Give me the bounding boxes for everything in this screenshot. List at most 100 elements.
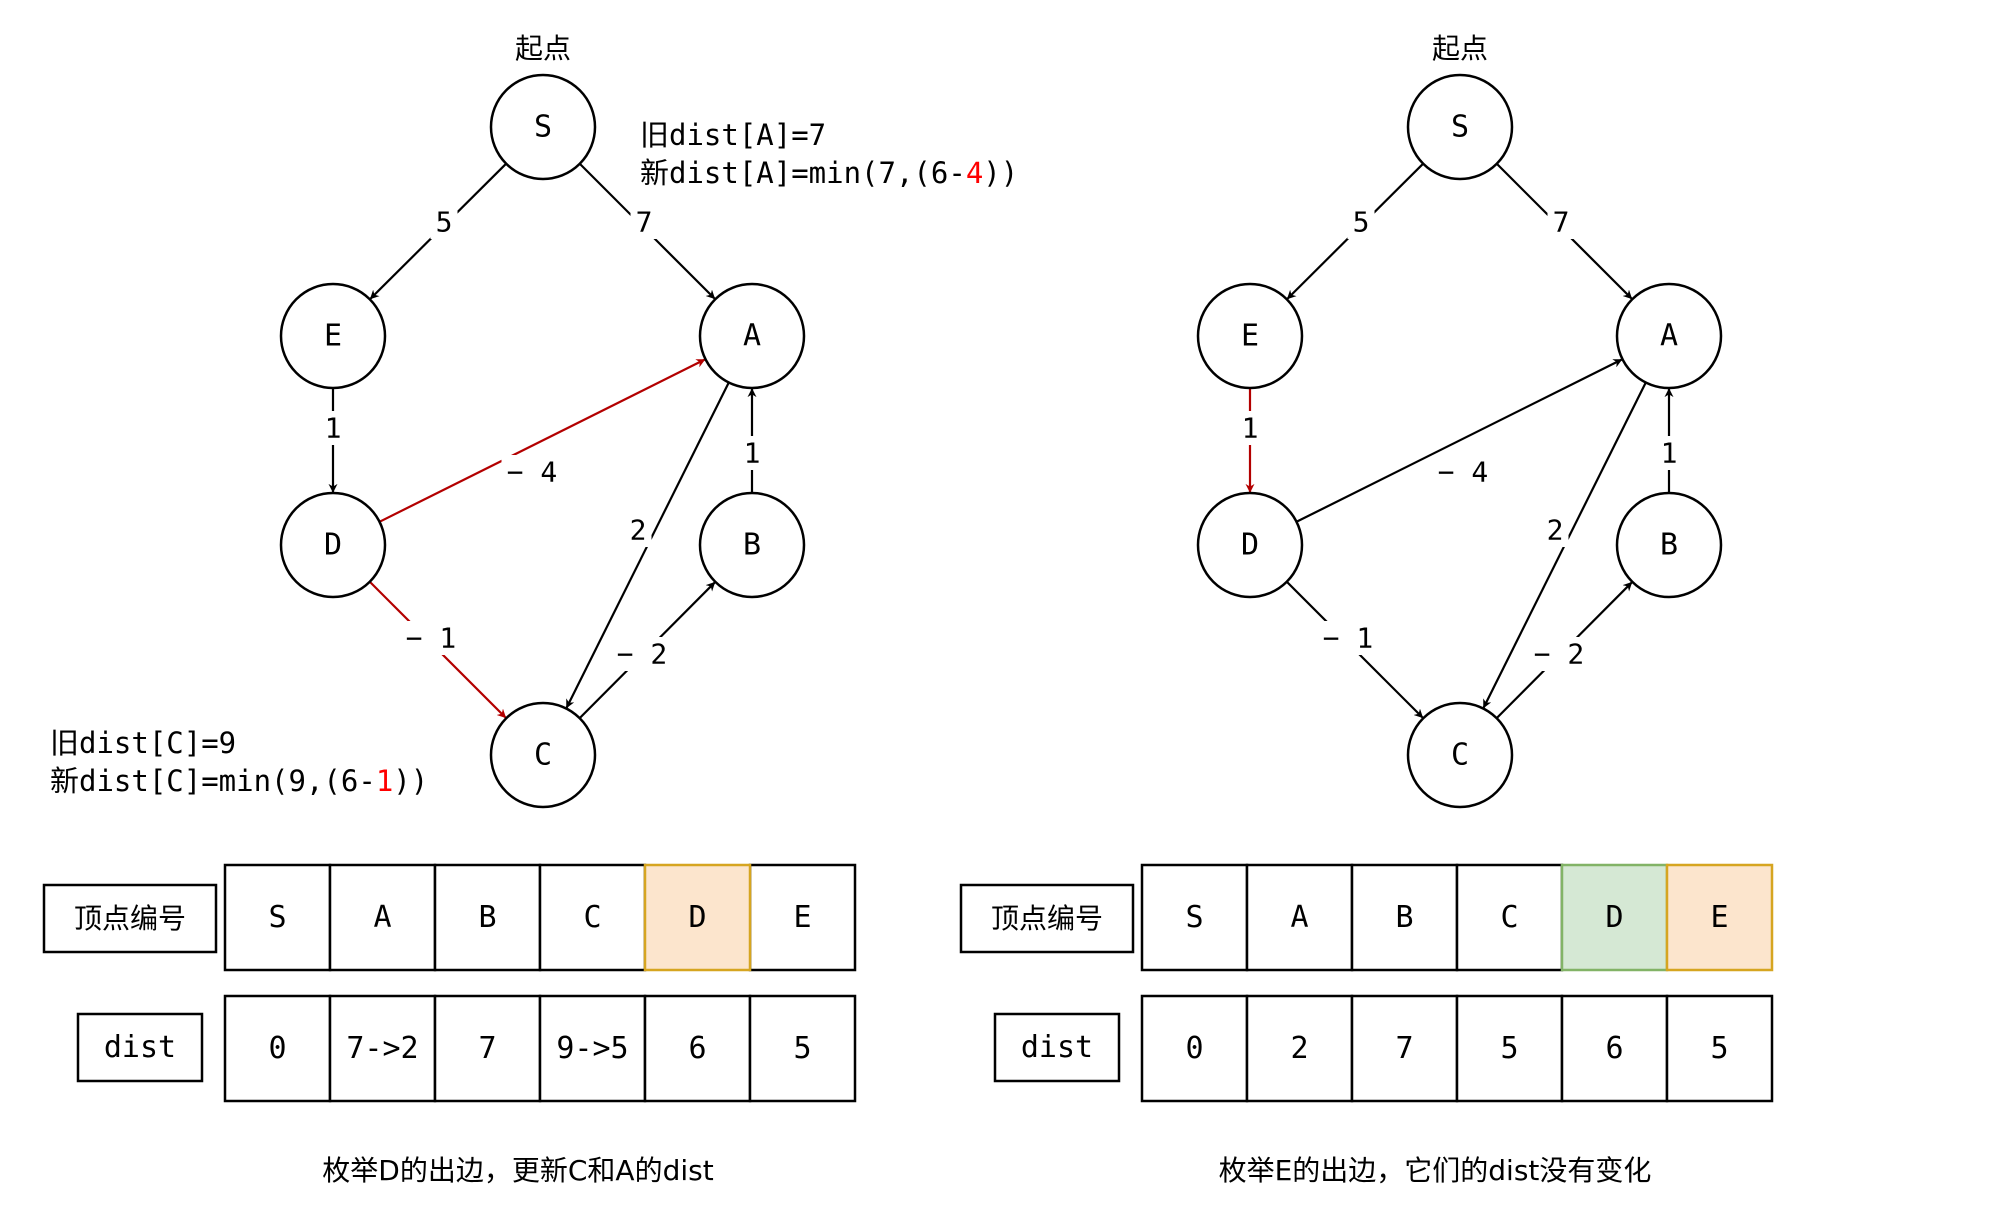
right-vertex-text-D: D bbox=[1605, 900, 1623, 935]
left-dist-cell-C bbox=[538, 994, 647, 1103]
right-edge-label-C-B: − 2 bbox=[1534, 638, 1585, 671]
right-edge-label-bg-C-B bbox=[1528, 637, 1590, 671]
left-node-label-A: A bbox=[743, 319, 761, 354]
right-vertex-label-box bbox=[959, 883, 1135, 954]
right-dist-cell-A bbox=[1245, 994, 1354, 1103]
left-vertex-cell-A bbox=[328, 863, 437, 972]
right-edge-label-A-C: 2 bbox=[1547, 514, 1564, 547]
right-edge-label-bg-S-E bbox=[1347, 205, 1375, 239]
right-edge-label-B-A: 1 bbox=[1661, 437, 1678, 470]
right-edge-D-A bbox=[1296, 358, 1623, 523]
left-edge-label-bg-S-E bbox=[430, 205, 458, 239]
left-node-S bbox=[489, 73, 597, 181]
left-annot-a-seg: )) bbox=[983, 156, 1018, 190]
left-node-A bbox=[698, 282, 806, 390]
left-node-E bbox=[279, 282, 387, 390]
right-dist-value-E: 5 bbox=[1710, 1031, 1728, 1066]
left-vertex-cell-D bbox=[643, 863, 752, 972]
left-edge-label-S-E: 5 bbox=[436, 206, 453, 239]
left-source-label: 起点 bbox=[515, 32, 571, 65]
right-node-label-D: D bbox=[1241, 528, 1259, 563]
left-node-label-C: C bbox=[534, 738, 552, 773]
right-caption: 枚举E的出边，它们的dist没有变化 bbox=[1219, 1154, 1652, 1187]
right-node-label-B: B bbox=[1660, 528, 1678, 563]
left-vertex-cell-E bbox=[748, 863, 857, 972]
right-vertex-label: 顶点编号 bbox=[991, 902, 1103, 935]
left-dist-value-C: 9->5 bbox=[556, 1031, 628, 1066]
right-node-S bbox=[1406, 73, 1514, 181]
right-dist-value-C: 5 bbox=[1500, 1031, 1518, 1066]
left-vertex-cell-S bbox=[223, 863, 332, 972]
left-dist-label-box bbox=[76, 1012, 204, 1083]
left-edge-label-D-A: − 4 bbox=[507, 456, 558, 489]
right-dist-cell-E bbox=[1665, 994, 1774, 1103]
left-edge-label-C-B: − 2 bbox=[617, 638, 668, 671]
right-edge-label-D-A: − 4 bbox=[1438, 456, 1489, 489]
left-edge-label-bg-C-B bbox=[611, 637, 673, 671]
right-edge-label-bg-A-C bbox=[1541, 513, 1569, 547]
left-node-label-E: E bbox=[324, 319, 342, 354]
left-dist-cell-S bbox=[223, 994, 332, 1103]
right-dist-value-B: 7 bbox=[1395, 1031, 1413, 1066]
left-annot-c-seg: 新dist[C]=min(9,(6- bbox=[50, 764, 376, 798]
right-node-label-S: S bbox=[1451, 110, 1469, 145]
left-dist-value-S: 0 bbox=[268, 1031, 286, 1066]
left-dist-value-B: 7 bbox=[478, 1031, 496, 1066]
right-edge-label-bg-D-C bbox=[1317, 621, 1379, 655]
right-edge-label-S-E: 5 bbox=[1353, 206, 1370, 239]
left-edge-label-bg-A-C bbox=[624, 513, 652, 547]
right-vertex-cell-C bbox=[1455, 863, 1564, 972]
left-vertex-cell-B bbox=[433, 863, 542, 972]
right-vertex-text-S: S bbox=[1185, 900, 1203, 935]
right-dist-value-S: 0 bbox=[1185, 1031, 1203, 1066]
left-node-label-B: B bbox=[743, 528, 761, 563]
left-edge-label-bg-B-A bbox=[738, 436, 766, 470]
right-edge-label-bg-E-D bbox=[1236, 411, 1264, 445]
right-vertex-cell-A bbox=[1245, 863, 1354, 972]
left-annot-c-line-1: 新dist[C]=min(9,(6-1)) bbox=[50, 764, 428, 798]
right-node-A bbox=[1615, 282, 1723, 390]
left-dist-cell-E bbox=[748, 994, 857, 1103]
left-annot-c-seg: 旧dist[C]=9 bbox=[50, 726, 236, 760]
left-annot-a-line-0: 旧dist[A]=7 bbox=[640, 118, 826, 152]
right-node-label-A: A bbox=[1660, 319, 1678, 354]
left-annot-c-seg: )) bbox=[393, 764, 428, 798]
left-annot-a-seg: 新dist[A]=min(7,(6- bbox=[640, 156, 966, 190]
right-edge-label-D-C: − 1 bbox=[1323, 622, 1374, 655]
right-node-D bbox=[1196, 491, 1304, 599]
left-edge-label-E-D: 1 bbox=[325, 412, 342, 445]
left-edge-label-A-C: 2 bbox=[630, 514, 647, 547]
right-node-label-C: C bbox=[1451, 738, 1469, 773]
left-vertex-text-A: A bbox=[373, 900, 391, 935]
left-edge-label-S-A: 7 bbox=[636, 206, 653, 239]
left-edge-label-B-A: 1 bbox=[744, 437, 761, 470]
left-dist-label: dist bbox=[104, 1030, 176, 1065]
left-vertex-text-D: D bbox=[688, 900, 706, 935]
left-node-C bbox=[489, 701, 597, 809]
left-dist-value-A: 7->2 bbox=[346, 1031, 418, 1066]
left-vertex-text-C: C bbox=[583, 900, 601, 935]
right-dist-label: dist bbox=[1021, 1030, 1093, 1065]
left-annot-c-line-0: 旧dist[C]=9 bbox=[50, 726, 236, 760]
left-vertex-label-box bbox=[42, 883, 218, 954]
right-vertex-text-C: C bbox=[1500, 900, 1518, 935]
right-edge-label-bg-B-A bbox=[1655, 436, 1683, 470]
left-caption: 枚举D的出边，更新C和A的dist bbox=[322, 1154, 713, 1187]
left-edge-label-bg-S-A bbox=[630, 205, 658, 239]
right-vertex-text-E: E bbox=[1710, 900, 1728, 935]
right-source-label: 起点 bbox=[1432, 32, 1488, 65]
left-node-B bbox=[698, 491, 806, 599]
right-dist-value-A: 2 bbox=[1290, 1031, 1308, 1066]
left-edge-label-D-C: − 1 bbox=[406, 622, 457, 655]
left-edge-label-bg-D-A bbox=[501, 455, 563, 489]
left-dist-cell-B bbox=[433, 994, 542, 1103]
left-annot-a-seg: 旧dist[A]=7 bbox=[640, 118, 826, 152]
left-node-label-S: S bbox=[534, 110, 552, 145]
right-vertex-cell-B bbox=[1350, 863, 1459, 972]
right-vertex-cell-D bbox=[1560, 863, 1669, 972]
right-vertex-text-A: A bbox=[1290, 900, 1308, 935]
right-edge-label-S-A: 7 bbox=[1553, 206, 1570, 239]
left-node-label-D: D bbox=[324, 528, 342, 563]
left-vertex-text-B: B bbox=[478, 900, 496, 935]
